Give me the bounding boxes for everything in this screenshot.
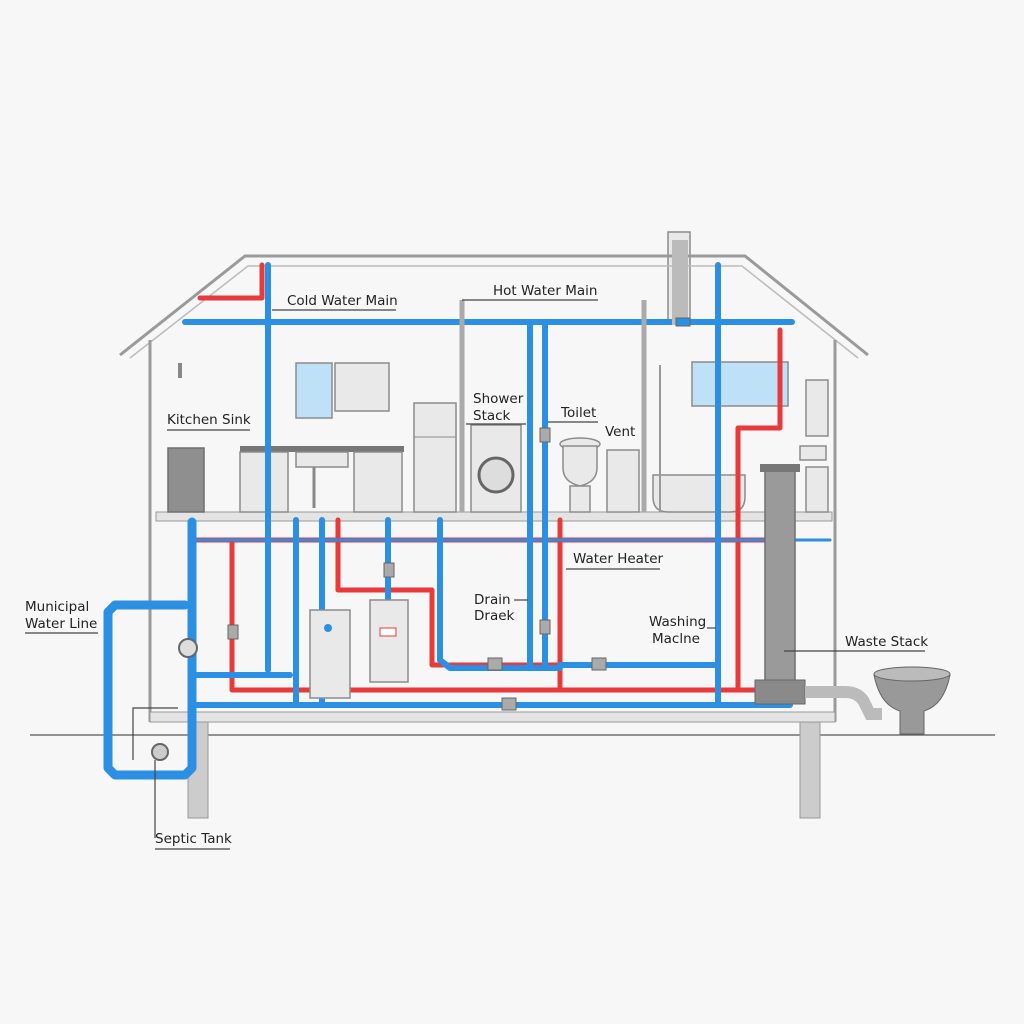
label-municipal: Municipal: [25, 599, 89, 615]
roof-inner: [129, 265, 859, 359]
heater-gauge-icon: [324, 624, 332, 632]
water-heater-tank-2: [369, 599, 409, 683]
label-water-heater: Water Heater: [573, 551, 664, 567]
label-septic-tank: Septic Tank: [155, 831, 232, 847]
label-maclne: Maclne: [652, 631, 700, 647]
water-heater-tank-1: [309, 609, 351, 699]
wall-cabinet: [334, 362, 390, 412]
water-meter-icon: [178, 638, 198, 658]
valve-icon[interactable]: [227, 624, 239, 640]
washer-drum: [477, 456, 515, 494]
label-cold-water-main: Cold Water Main: [287, 293, 398, 309]
waste-stack-elbow: [754, 679, 806, 705]
mirror: [805, 379, 829, 437]
kitchen-window: [295, 362, 333, 419]
label-draek: Draek: [474, 608, 515, 624]
appliances: [167, 361, 829, 513]
valve-icon[interactable]: [487, 657, 503, 671]
fittings: [151, 317, 691, 761]
bathtub: [652, 474, 746, 513]
floor-slab: [155, 511, 833, 522]
bathroom-window: [691, 361, 789, 407]
septic-bowl-rim: [873, 666, 951, 682]
kitchen-sink-fixture: [167, 447, 205, 513]
hot-pipe-attic: [197, 262, 265, 301]
valve-icon[interactable]: [591, 657, 607, 671]
valve-icon[interactable]: [539, 619, 551, 635]
foundation: [149, 711, 836, 723]
waste-stack-cap: [760, 464, 800, 472]
valve-icon[interactable]: [383, 562, 395, 578]
cold-water-pipes: [103, 262, 832, 780]
label-waste-stack: Waste Stack: [845, 634, 928, 650]
label-kitchen-sink: Kitchen Sink: [167, 412, 251, 428]
toilet-bowl: [562, 445, 598, 487]
valve-icon[interactable]: [539, 427, 551, 443]
base-cabinet: [239, 451, 289, 513]
dishwasher: [353, 451, 403, 513]
countertop: [240, 446, 404, 452]
cold-pipe-drain-line: [437, 517, 563, 671]
label-stack: Stack: [473, 408, 511, 424]
label-drain: Drain: [474, 592, 511, 608]
house-structure: [30, 231, 995, 819]
hot-pipe-lower: [229, 537, 833, 693]
label-washing: Washing: [649, 614, 706, 630]
toilet-base: [569, 485, 591, 513]
roof-outer: [119, 254, 869, 357]
label-water-line: Water Line: [25, 616, 97, 632]
footing-right: [799, 721, 821, 819]
label-vent: Vent: [605, 424, 635, 440]
label-hot-water-main: Hot Water Main: [493, 283, 597, 299]
bathroom-cabinet: [606, 449, 640, 513]
vanity: [805, 466, 829, 513]
refrigerator: [413, 402, 457, 513]
septic-cleanout-icon: [151, 743, 169, 761]
wall-bracket: [178, 363, 182, 378]
valve-icon[interactable]: [675, 317, 691, 327]
heater-panel-icon: [379, 627, 397, 637]
labels: Cold Water Main Hot Water Main Kitchen S…: [25, 283, 928, 850]
bathroom-sink: [799, 445, 827, 461]
municipal-water-line-pipe: [103, 517, 197, 780]
kitchen-sink-basin: [295, 451, 349, 468]
label-toilet: Toilet: [560, 405, 596, 421]
leader-line: [132, 707, 178, 760]
drain-pipes: [459, 240, 951, 735]
valve-icon[interactable]: [501, 697, 517, 711]
sewer-outlet-pipe: [805, 686, 882, 720]
vent-stack: [672, 240, 688, 325]
label-shower: Shower: [473, 391, 524, 407]
hot-pipe-bath-riser: [735, 327, 783, 693]
waste-stack-pipe: [764, 469, 796, 686]
